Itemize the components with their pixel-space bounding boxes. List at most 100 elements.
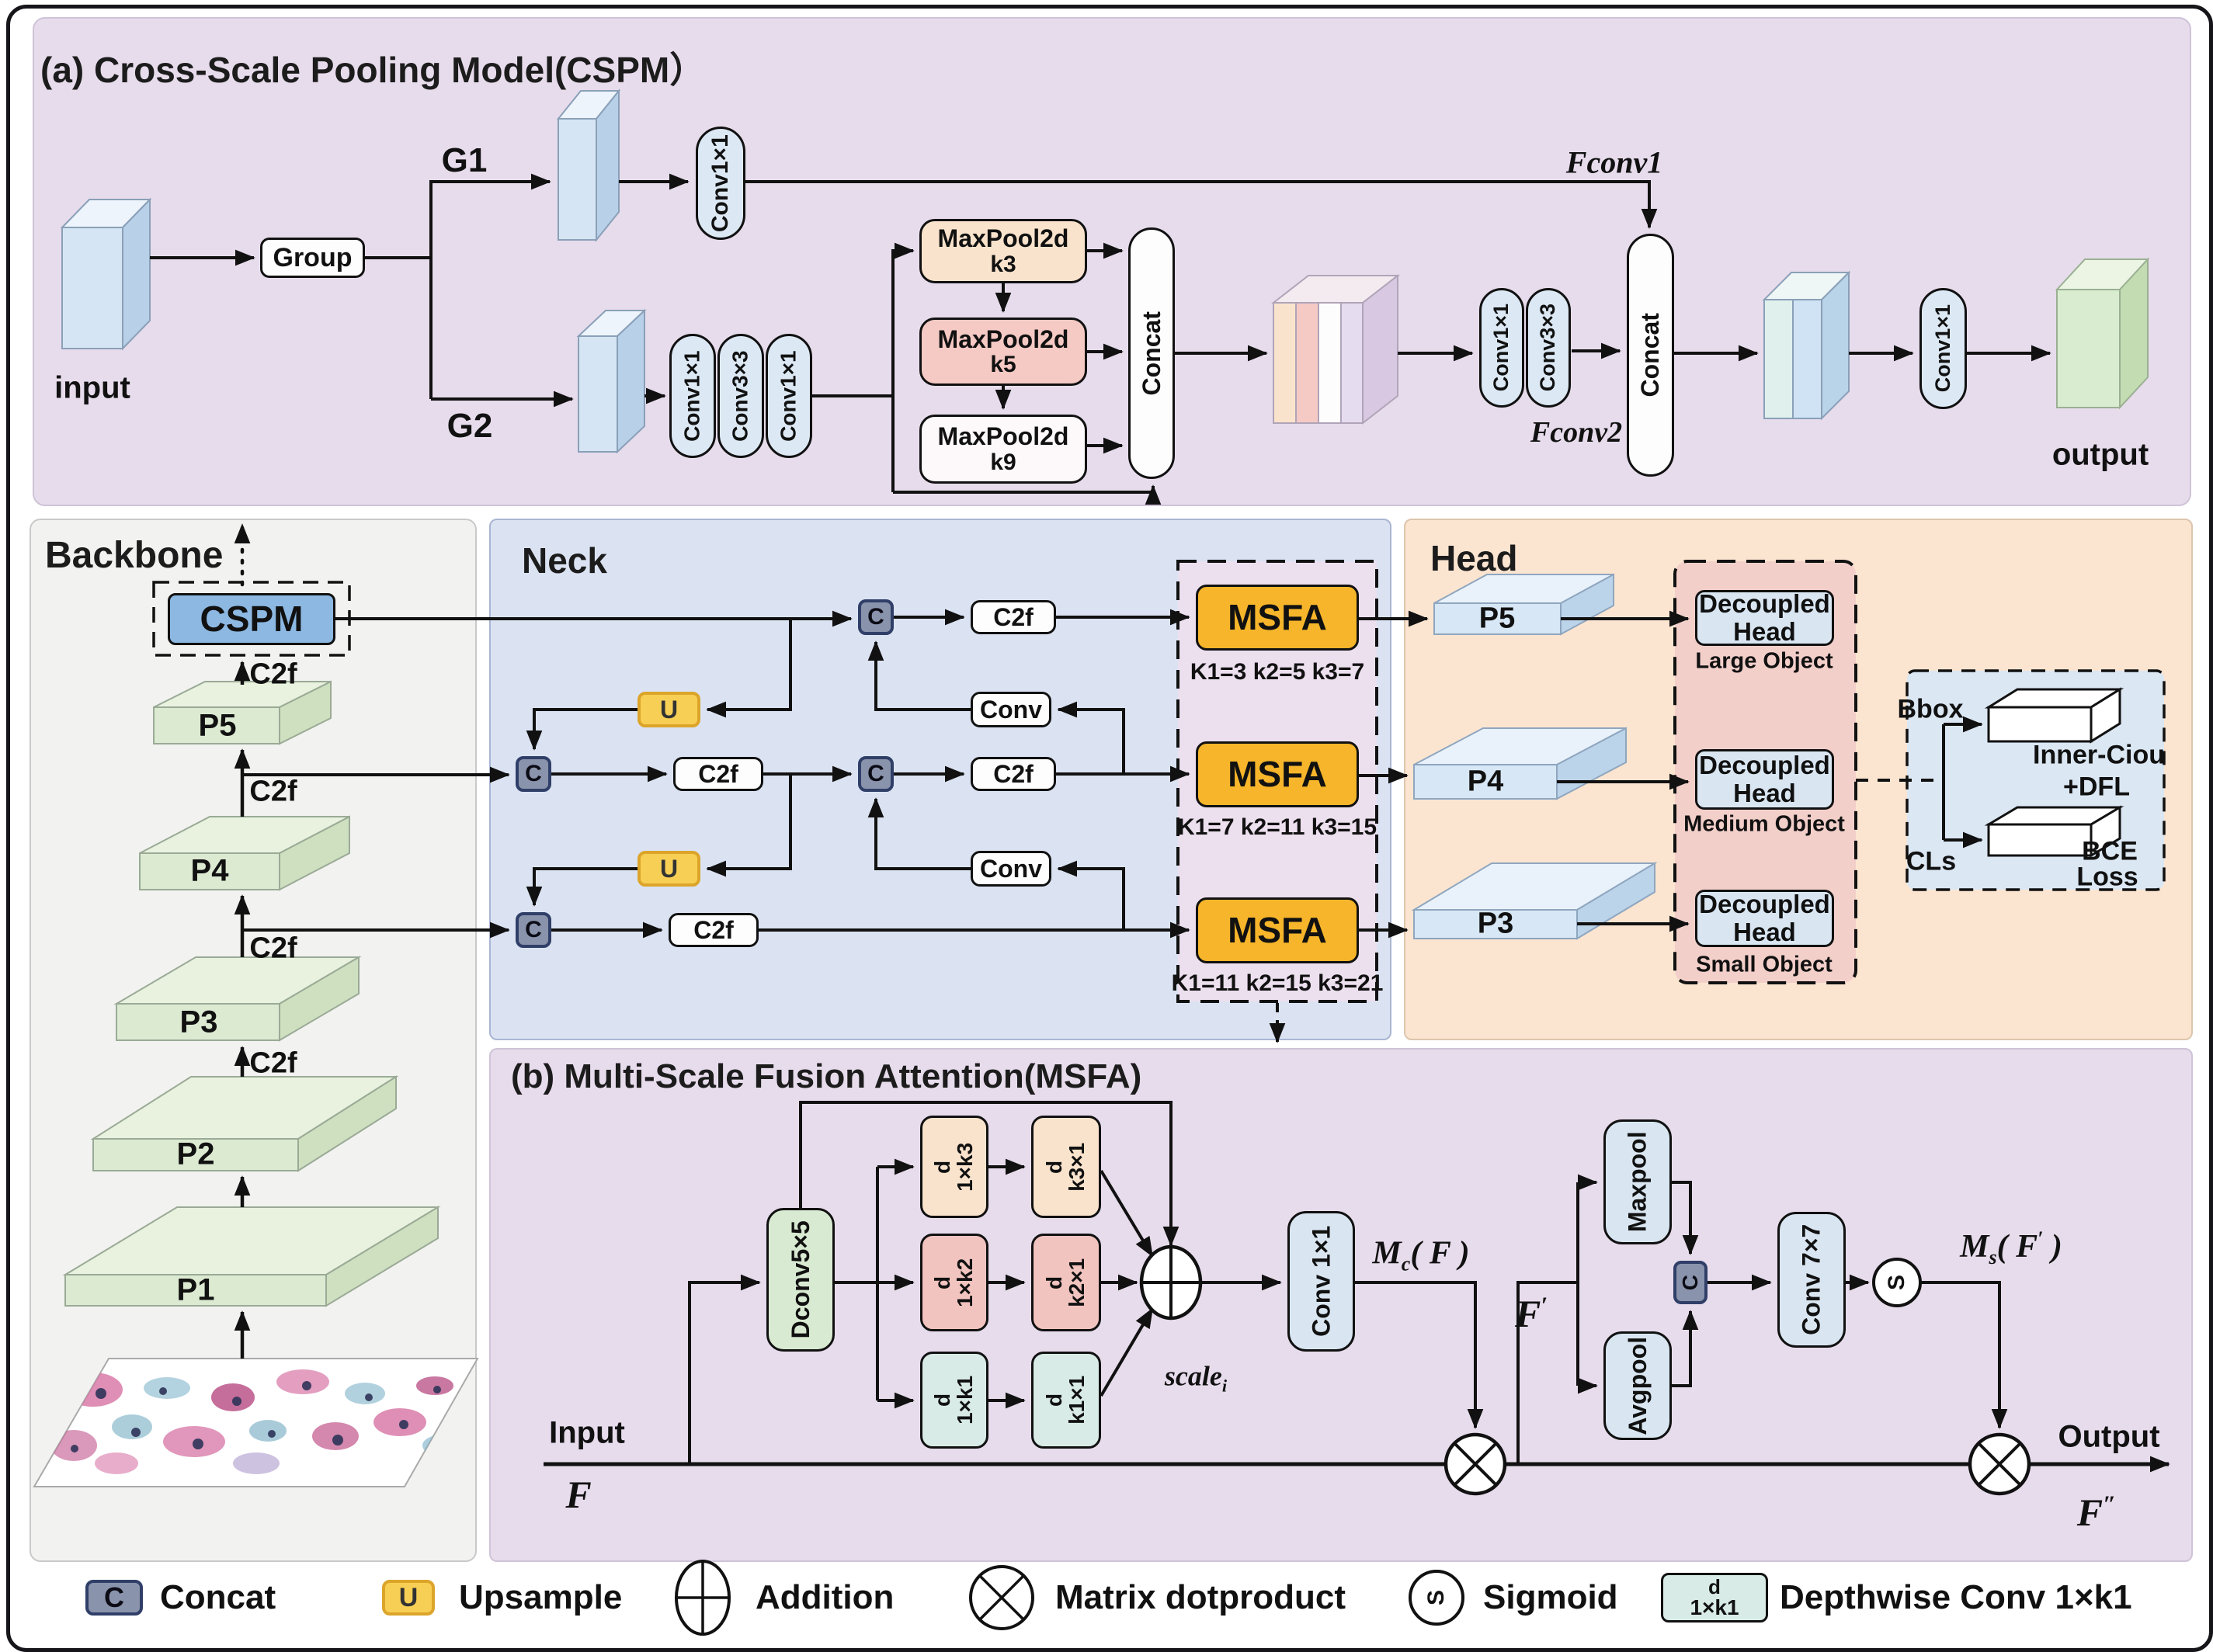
neck-conv-box-2: Conv — [971, 851, 1051, 887]
panel-b-title: (b) Multi-Scale Fusion Attention(MSFA) — [511, 1057, 1142, 1095]
maxpool-k5-box: MaxPool2d k5 — [919, 318, 1087, 386]
f-dprime-mark: ″ — [2103, 1490, 2117, 1518]
p2-slab — [90, 1075, 399, 1172]
decoupled-head-box-1: Decoupled Head — [1695, 590, 1834, 646]
large-object-label: Large Object — [1695, 648, 1833, 674]
decoupled-line2: Head — [1733, 617, 1796, 646]
fconv2-label: Fconv2 — [1530, 416, 1623, 449]
d-label: d — [1042, 1393, 1067, 1407]
avgpool-box: Avgpool — [1603, 1331, 1672, 1440]
f-prime-f: F — [1514, 1292, 1541, 1335]
scale-text: scale — [1164, 1360, 1222, 1392]
f-dprime-label: F″ — [2077, 1490, 2116, 1535]
decoupled-head-box-2: Decoupled Head — [1695, 749, 1834, 810]
dfl-label: +DFL — [2063, 772, 2130, 802]
input-label: input — [54, 370, 130, 405]
cspm-box-label: CSPM — [200, 598, 304, 639]
f-label: F — [565, 1473, 592, 1516]
concat-box-1: Concat — [1128, 227, 1175, 479]
neck-concat-badge-3: C — [858, 756, 894, 792]
head-p4-label: P4 — [1467, 765, 1504, 798]
fconv2-conv3x3-box: Conv3×3 — [1526, 288, 1571, 408]
kernel-label: k2×1 — [1065, 1258, 1089, 1307]
backbone-title: Backbone — [45, 535, 224, 576]
cspm-connectors — [150, 173, 2051, 505]
c2f-label-1: C2f — [249, 658, 297, 691]
small-object-label: Small Object — [1696, 952, 1833, 977]
legend-concat-badge: C — [85, 1580, 143, 1616]
legend-d-line1: d — [1708, 1575, 1721, 1598]
neck-conv-box-1: Conv — [971, 692, 1051, 727]
p4-label: P4 — [190, 853, 229, 888]
panel-a-title: (a) Cross-Scale Pooling Model(CSPM） — [40, 50, 706, 90]
msfa-output-label: Output — [2058, 1419, 2160, 1454]
upsample-badge-1: U — [637, 692, 700, 727]
head-p5-label: P5 — [1478, 602, 1516, 635]
msfa-box-1: MSFA — [1196, 585, 1359, 651]
mc-label: Mc( F ) — [1372, 1234, 1469, 1275]
legend-dotproduct-icon — [969, 1565, 1034, 1630]
kernel-label: k3×1 — [1065, 1142, 1089, 1192]
p3-label: P3 — [179, 1005, 218, 1039]
maxpool-k3-box: MaxPool2d k3 — [919, 219, 1087, 283]
maxpool-k9-box: MaxPool2d k9 — [919, 415, 1087, 484]
fconv2-conv1x1-box: Conv1×1 — [1479, 288, 1524, 408]
dotproduct-symbol-2 — [1968, 1432, 2031, 1496]
d-1xk1-box: d 1×k1 — [920, 1352, 988, 1449]
legend-addition-icon — [675, 1560, 731, 1636]
maxpool-box: Maxpool — [1603, 1119, 1672, 1244]
neck-title: Neck — [522, 540, 607, 581]
neck-concat-badge-1: C — [858, 599, 894, 635]
msfa-input-label: Input — [549, 1415, 625, 1450]
head-p5-slab — [1433, 573, 1614, 636]
legend-upsample-badge: U — [382, 1580, 435, 1616]
d-k3x1-box: d k3×1 — [1031, 1116, 1101, 1218]
maxpool-k5-line1: MaxPool2d — [937, 324, 1069, 353]
maxpool-k9-line2: k9 — [990, 449, 1016, 475]
outer-frame — [6, 5, 2213, 1652]
p4-slab — [139, 815, 350, 891]
d-label: d — [1042, 1275, 1067, 1289]
msfa-concat-badge: C — [1673, 1261, 1708, 1304]
legend-upsample-label: Upsample — [459, 1578, 623, 1616]
group-label: Group — [273, 242, 353, 272]
cls-cube — [1984, 805, 2124, 858]
ms-sub: s — [1989, 1246, 1997, 1269]
neck-c2f-box-2: C2f — [673, 757, 763, 791]
bbox-cube — [1984, 687, 2124, 744]
f-prime-mark: ′ — [1541, 1291, 1548, 1319]
msfa-box-3: MSFA — [1196, 897, 1359, 963]
c2f-label-3: C2f — [249, 932, 297, 965]
decoupled-head-box-3: Decoupled Head — [1695, 890, 1834, 947]
g1-conv1x1-box: Conv1×1 — [696, 127, 745, 240]
ms-m: M — [1960, 1228, 1989, 1265]
scale-sub: i — [1221, 1376, 1228, 1396]
legend-sigmoid-label: Sigmoid — [1483, 1578, 1618, 1616]
g2-conv1x1-box-1: Conv1×1 — [669, 334, 716, 458]
head-connectors — [1557, 610, 1983, 932]
c2f-label-2: C2f — [249, 775, 297, 808]
upsample-badge-2: U — [637, 851, 700, 887]
group-box: Group — [260, 238, 365, 278]
cls-label: CLs — [1906, 846, 1957, 876]
panel-cspm — [33, 17, 2191, 506]
neck-c2f-box-3: C2f — [971, 757, 1056, 791]
dotproduct-symbol-1 — [1443, 1432, 1507, 1496]
mc-m: M — [1372, 1235, 1402, 1272]
d-label: d — [1042, 1160, 1067, 1174]
legend-sigmoid-icon — [1409, 1570, 1464, 1626]
d-1xk3-box: d 1×k3 — [920, 1116, 988, 1218]
input-cube — [60, 197, 152, 351]
ms-label: Ms( F′ ) — [1960, 1227, 2062, 1269]
maxpool-k5-line2: k5 — [990, 352, 1016, 378]
p1-slab — [62, 1206, 441, 1307]
cspm-box: CSPM — [168, 593, 335, 645]
neck-concat-badge-4: C — [516, 912, 551, 948]
msfa-k-label-3: K1=11 k2=15 k3=21 — [1171, 970, 1384, 996]
pooled-feature-cube — [1271, 273, 1400, 425]
decoupled-line2: Head — [1733, 779, 1796, 807]
neck-connectors — [526, 609, 1429, 1043]
msfa-box-2: MSFA — [1196, 741, 1359, 807]
neck-c2f-box-4: C2f — [669, 913, 759, 947]
head-p3-slab — [1411, 862, 1658, 940]
